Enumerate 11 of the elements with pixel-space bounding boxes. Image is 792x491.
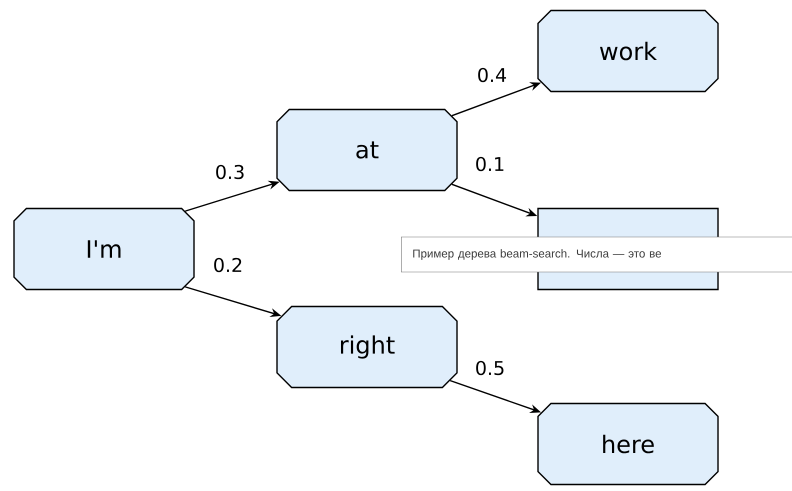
edge-label: 0.4 [478, 68, 506, 82]
word-box: right [276, 306, 458, 388]
edge-label: 0.2 [214, 258, 242, 272]
edge-label: 0.1 [476, 156, 504, 172]
edge-label: 0.3 [216, 164, 244, 180]
word-box: work [537, 10, 719, 92]
word-box: here [537, 402, 719, 486]
word-box: I'm [13, 208, 195, 290]
edge-label: 0.5 [476, 360, 504, 376]
word-box: at [276, 108, 458, 192]
tooltip: Пример дерева beam-search. Числа — это ве [401, 236, 792, 272]
